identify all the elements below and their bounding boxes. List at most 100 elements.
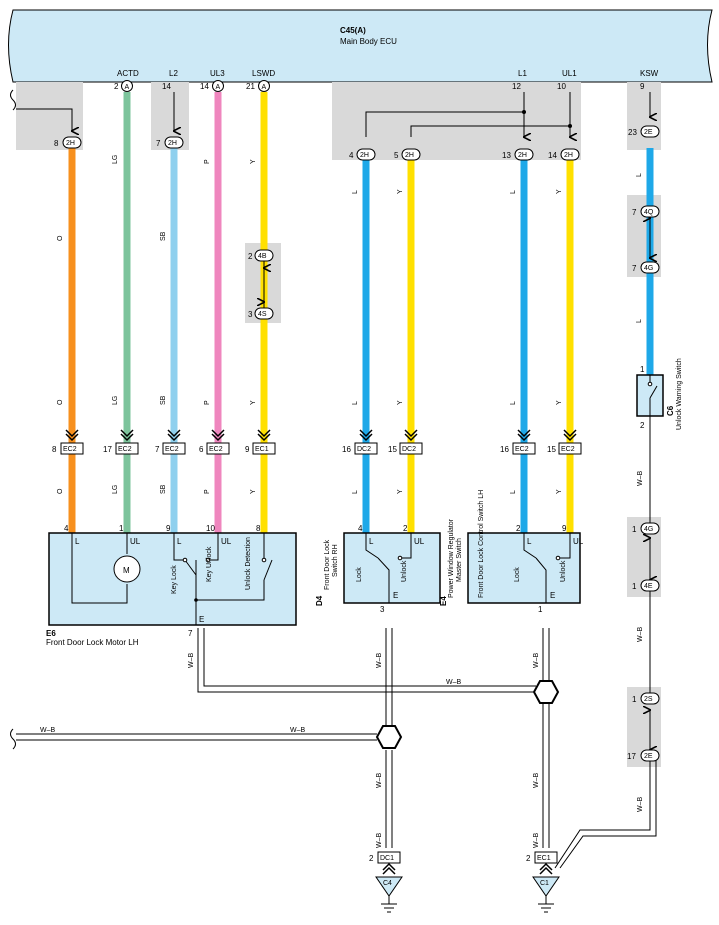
terminal-actd: ACTD bbox=[117, 69, 139, 78]
svg-text:Unlock: Unlock bbox=[401, 560, 408, 582]
svg-text:DC2: DC2 bbox=[357, 446, 371, 453]
svg-text:Lock: Lock bbox=[356, 567, 363, 582]
svg-text:2: 2 bbox=[248, 252, 253, 261]
svg-text:L: L bbox=[510, 401, 517, 405]
svg-text:16: 16 bbox=[342, 445, 351, 454]
ecu-terminal-labels: ACTD L2 UL3 LSWD L1 UL1 KSW bbox=[117, 69, 659, 78]
svg-text:Y: Y bbox=[397, 400, 404, 405]
wire-break-marks bbox=[10, 89, 16, 750]
svg-text:4: 4 bbox=[349, 151, 354, 160]
svg-text:L: L bbox=[75, 537, 80, 546]
ground-c4: C4 bbox=[375, 876, 403, 913]
svg-text:2H: 2H bbox=[168, 140, 177, 147]
connector-pills: 2H 8 2H 7 2H 4 2H 5 2H 13 2H 14 bbox=[54, 125, 660, 762]
svg-text:LG: LG bbox=[112, 155, 119, 164]
svg-text:L: L bbox=[352, 190, 359, 194]
dc1-ground: DC1 2 bbox=[369, 851, 401, 864]
connector-2e-top: 2E 23 bbox=[628, 125, 660, 138]
ec1-y: EC1 9 bbox=[245, 442, 276, 455]
component-d4: 4 2 L UL Lock Unlock E 3 D4 Front Door L… bbox=[315, 524, 441, 614]
d4-name-1: Front Door Lock bbox=[324, 539, 331, 590]
svg-text:2: 2 bbox=[114, 82, 119, 91]
svg-text:14: 14 bbox=[548, 151, 557, 160]
svg-text:E6: E6 bbox=[46, 629, 56, 638]
svg-text:L: L bbox=[636, 173, 643, 177]
svg-text:O: O bbox=[57, 488, 64, 494]
svg-text:SB: SB bbox=[160, 395, 167, 405]
ec2-lg: EC2 17 bbox=[103, 442, 139, 455]
component-c6: 1 2 C6 Unlock Warning Switch bbox=[636, 358, 683, 430]
svg-text:7: 7 bbox=[188, 629, 193, 638]
svg-text:Unlock Detection: Unlock Detection bbox=[245, 537, 252, 590]
svg-text:13: 13 bbox=[502, 151, 511, 160]
svg-text:14: 14 bbox=[162, 82, 171, 91]
dc2-y: DC2 15 bbox=[388, 442, 423, 455]
svg-text:D4: D4 bbox=[315, 595, 324, 606]
junction-blocks bbox=[16, 82, 661, 767]
svg-text:Y: Y bbox=[556, 400, 563, 405]
svg-text:C6: C6 bbox=[666, 405, 675, 416]
svg-text:10: 10 bbox=[557, 82, 566, 91]
svg-text:1: 1 bbox=[632, 582, 637, 591]
svg-text:16: 16 bbox=[500, 445, 509, 454]
svg-text:EC2: EC2 bbox=[209, 446, 223, 453]
svg-text:M: M bbox=[123, 566, 130, 575]
connector-4g-top: 4G 7 bbox=[632, 261, 660, 274]
svg-text:EC2: EC2 bbox=[561, 446, 575, 453]
ec2-p: EC2 6 bbox=[199, 442, 230, 455]
connector-4e: 4E 1 bbox=[632, 579, 660, 592]
svg-text:UL: UL bbox=[414, 537, 425, 546]
svg-text:W–B: W–B bbox=[533, 653, 540, 669]
svg-text:P: P bbox=[204, 159, 211, 164]
svg-text:UL: UL bbox=[130, 537, 141, 546]
svg-text:2H: 2H bbox=[66, 140, 75, 147]
inline-connectors: EC2 8 EC2 17 EC2 7 EC2 6 EC1 9 DC2 16 bbox=[52, 429, 582, 875]
ground-wiring bbox=[16, 628, 550, 848]
svg-text:9: 9 bbox=[562, 524, 567, 533]
svg-text:W–B: W–B bbox=[533, 773, 540, 789]
svg-text:2S: 2S bbox=[644, 696, 653, 703]
svg-text:W–B: W–B bbox=[637, 627, 644, 643]
svg-text:W–B: W–B bbox=[376, 653, 383, 669]
svg-text:L: L bbox=[177, 537, 182, 546]
connector-2e-bottom: 2E 17 bbox=[627, 749, 660, 762]
svg-text:8: 8 bbox=[52, 445, 57, 454]
svg-text:1: 1 bbox=[640, 365, 645, 374]
svg-text:3: 3 bbox=[248, 310, 253, 319]
svg-text:SB: SB bbox=[160, 484, 167, 494]
ecu-name: Main Body ECU bbox=[340, 37, 397, 46]
svg-text:15: 15 bbox=[388, 445, 397, 454]
svg-text:2H: 2H bbox=[564, 152, 573, 159]
splice-points bbox=[375, 680, 560, 749]
svg-text:O: O bbox=[57, 399, 64, 405]
terminal-lswd: LSWD bbox=[252, 69, 275, 78]
connector-2h-sb: 2H 7 bbox=[156, 136, 184, 149]
svg-text:Unlock: Unlock bbox=[560, 560, 567, 582]
svg-text:15: 15 bbox=[547, 445, 556, 454]
terminal-ksw: KSW bbox=[640, 69, 659, 78]
svg-text:E4: E4 bbox=[439, 596, 448, 606]
svg-text:3: 3 bbox=[380, 605, 385, 614]
svg-text:4G: 4G bbox=[644, 265, 653, 272]
svg-text:DC2: DC2 bbox=[402, 446, 416, 453]
svg-text:2H: 2H bbox=[360, 152, 369, 159]
svg-text:L: L bbox=[636, 319, 643, 323]
svg-text:L: L bbox=[369, 537, 374, 546]
motor-icon bbox=[113, 555, 141, 583]
svg-text:W–B: W–B bbox=[533, 833, 540, 849]
d4-name-2: Switch RH bbox=[332, 544, 339, 577]
svg-text:SB: SB bbox=[160, 231, 167, 241]
svg-text:E: E bbox=[199, 615, 204, 624]
svg-text:2: 2 bbox=[403, 524, 408, 533]
svg-text:LG: LG bbox=[112, 396, 119, 405]
svg-text:17: 17 bbox=[627, 752, 636, 761]
ec2-sb: EC2 7 bbox=[155, 442, 186, 455]
svg-text:A: A bbox=[262, 84, 267, 91]
svg-text:EC1: EC1 bbox=[537, 855, 551, 862]
svg-text:L: L bbox=[352, 490, 359, 494]
e4-name-2: Master Switch bbox=[456, 538, 463, 582]
svg-text:W–B: W–B bbox=[446, 679, 462, 686]
svg-text:4S: 4S bbox=[258, 311, 267, 318]
svg-text:A: A bbox=[125, 84, 130, 91]
svg-text:Y: Y bbox=[397, 189, 404, 194]
